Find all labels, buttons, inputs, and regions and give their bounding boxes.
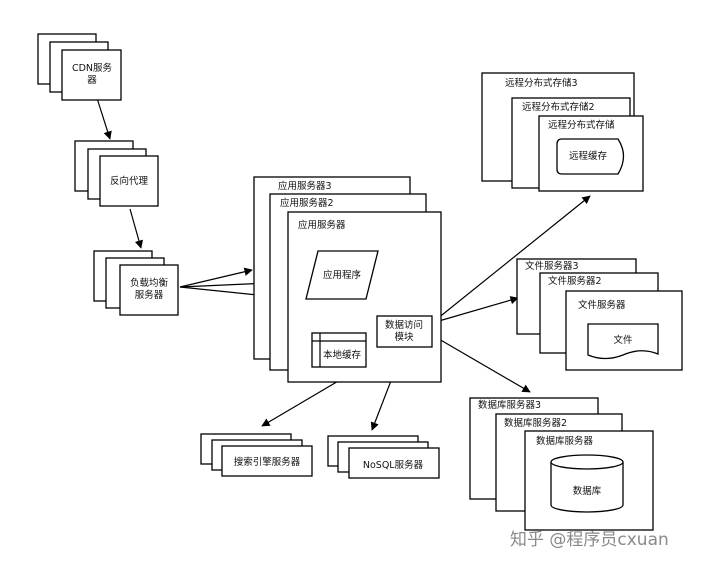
file-doc-label: 文件 <box>613 334 633 346</box>
file-label: 文件服务器 <box>578 299 626 311</box>
lb-label: 负载均衡服务器 <box>130 277 169 301</box>
edge-lb-app2 <box>179 279 269 288</box>
file-server-stack: 文件服务器3 文件服务器2 文件服务器 文件 <box>516 258 683 371</box>
remote-cache-label: 远程缓存 <box>569 150 608 162</box>
load-balancer-stack: 负载均衡服务器 <box>93 250 179 316</box>
database-label: 数据库 <box>573 485 602 497</box>
nosql-label: NoSQL服务器 <box>363 459 424 471</box>
cdn-label: CDN服务器 <box>72 62 113 86</box>
remote-cache-shape <box>556 138 625 175</box>
edge-dataaccess-db <box>431 334 531 393</box>
remote3-label: 远程分布式存储3 <box>505 77 578 89</box>
file3-label: 文件服务器3 <box>525 260 579 272</box>
db-label: 数据库服务器 <box>536 435 594 447</box>
watermark: 知乎 @程序员cxuan <box>510 530 669 550</box>
local-cache-label: 本地缓存 <box>323 349 362 361</box>
nosql-server-stack: NoSQL服务器 <box>327 435 440 479</box>
search-label: 搜索引擎服务器 <box>234 456 301 468</box>
db2-label: 数据库服务器2 <box>504 417 567 429</box>
proxy-label: 反向代理 <box>110 175 149 187</box>
remote-storage-stack: 远程分布式存储3 远程分布式存储2 远程分布式存储 远程缓存 <box>481 72 644 192</box>
program-label: 应用程序 <box>323 269 362 281</box>
cdn-server-stack: CDN服务器 <box>37 33 122 101</box>
edge-dataaccess-file <box>431 296 519 324</box>
database-server-stack: 数据库服务器3 数据库服务器2 数据库服务器 数据库 <box>469 397 654 531</box>
data-access-label: 数据访问模块 <box>385 319 423 343</box>
app-program-shape <box>305 250 379 300</box>
edge-cdn-proxy <box>95 94 112 140</box>
app2-label: 应用服务器2 <box>280 197 334 209</box>
edge-dataaccess-remote <box>431 195 591 324</box>
remote-label: 远程分布式存储 <box>548 119 615 131</box>
db3-label: 数据库服务器3 <box>478 399 541 411</box>
file2-label: 文件服务器2 <box>548 275 602 287</box>
app-server-stack: 应用服务器3 应用服务器2 应用服务器 应用程序 本地缓存 数据访问模块 <box>253 176 442 383</box>
file-document-shape <box>587 323 659 360</box>
database-cylinder <box>550 462 624 513</box>
local-cache-box <box>311 332 367 368</box>
search-server-stack: 搜索引擎服务器 <box>200 433 313 477</box>
data-access-box <box>376 315 433 348</box>
edge-lb-app3 <box>179 267 253 288</box>
reverse-proxy-stack: 反向代理 <box>74 140 159 207</box>
remote2-label: 远程分布式存储2 <box>522 101 595 113</box>
app3-label: 应用服务器3 <box>278 180 332 192</box>
edge-proxy-lb <box>129 208 143 249</box>
app-label: 应用服务器 <box>298 219 346 231</box>
